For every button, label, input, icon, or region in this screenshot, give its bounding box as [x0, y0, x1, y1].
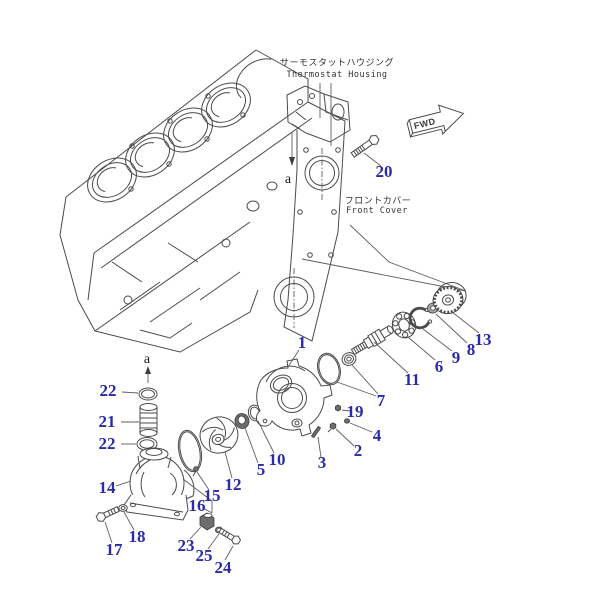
pump-cover-14-drawing	[123, 447, 195, 521]
screw-15-drawing	[192, 466, 199, 477]
oring-22-upper-drawing	[138, 387, 158, 401]
thermostat-housing-label-en: Thermostat Housing	[286, 70, 388, 80]
fitting-16-position-line	[182, 478, 213, 513]
washer-18-drawing	[118, 504, 128, 512]
leader-lines	[104, 152, 480, 561]
part-callout-13: 13	[474, 330, 492, 349]
front-cover-label-en: Front Cover	[346, 206, 408, 216]
part-callout-23: 23	[177, 536, 195, 555]
disc-7-drawing	[341, 352, 357, 366]
part-callout-22-lower: 22	[98, 434, 116, 453]
part-callout-25: 25	[195, 546, 213, 565]
plug-2-drawing	[327, 422, 337, 433]
shaft-11-drawing	[350, 325, 394, 356]
section-marker-a-top: a	[284, 172, 292, 187]
bolt-17-drawing	[95, 506, 120, 522]
front-cover-label-jp: フロントカバー	[344, 196, 412, 207]
fitting-19-drawing	[335, 404, 341, 412]
section-marker-a-bottom: a	[143, 352, 151, 367]
tube-21-drawing	[139, 403, 158, 437]
part-callout-11: 11	[403, 370, 421, 389]
oring-7-drawing	[317, 352, 341, 386]
part-callout-7: 7	[376, 391, 386, 410]
part-callout-6: 6	[434, 357, 444, 376]
bearing-6-drawing	[391, 311, 417, 339]
part-callout-19: 19	[346, 402, 364, 421]
part-callout-21: 21	[98, 412, 116, 431]
gear-13-drawing	[432, 282, 467, 315]
part-callout-8: 8	[466, 340, 476, 359]
part-callout-24: 24	[214, 558, 232, 577]
fwd-direction-arrow: FWD	[406, 104, 465, 139]
part-callout-18: 18	[128, 527, 146, 546]
part-callout-14: 14	[98, 478, 116, 497]
part-callout-12: 12	[224, 475, 242, 494]
seal-5-drawing	[234, 413, 250, 429]
part-callout-3: 3	[317, 453, 327, 472]
part-callout-22-upper: 22	[99, 381, 117, 400]
part-callout-4: 4	[372, 426, 382, 445]
bolt-20-drawing	[350, 134, 380, 158]
impeller-12-drawing	[199, 416, 239, 454]
part-callout-1: 1	[297, 333, 307, 352]
pump-housing-1-drawing	[256, 358, 333, 437]
elbow-23-drawing	[199, 512, 215, 531]
part-callout-5: 5	[256, 460, 266, 479]
part-callout-17: 17	[105, 540, 123, 559]
part-callout-16: 16	[188, 496, 206, 515]
part-callout-9: 9	[451, 348, 461, 367]
engine-block-drawing	[59, 49, 467, 353]
thermostat-housing-label-jp: サーモスタットハウジング	[279, 58, 395, 69]
part-callout-20: 20	[375, 162, 393, 181]
fitting-4-drawing	[344, 418, 350, 424]
part-callout-2: 2	[353, 441, 363, 460]
part-callout-10: 10	[268, 450, 286, 469]
stud-3-drawing	[311, 426, 321, 438]
bolt-24-drawing	[218, 527, 242, 545]
oring-22-lower-drawing	[136, 437, 158, 451]
part-callout-15: 15	[203, 486, 221, 505]
